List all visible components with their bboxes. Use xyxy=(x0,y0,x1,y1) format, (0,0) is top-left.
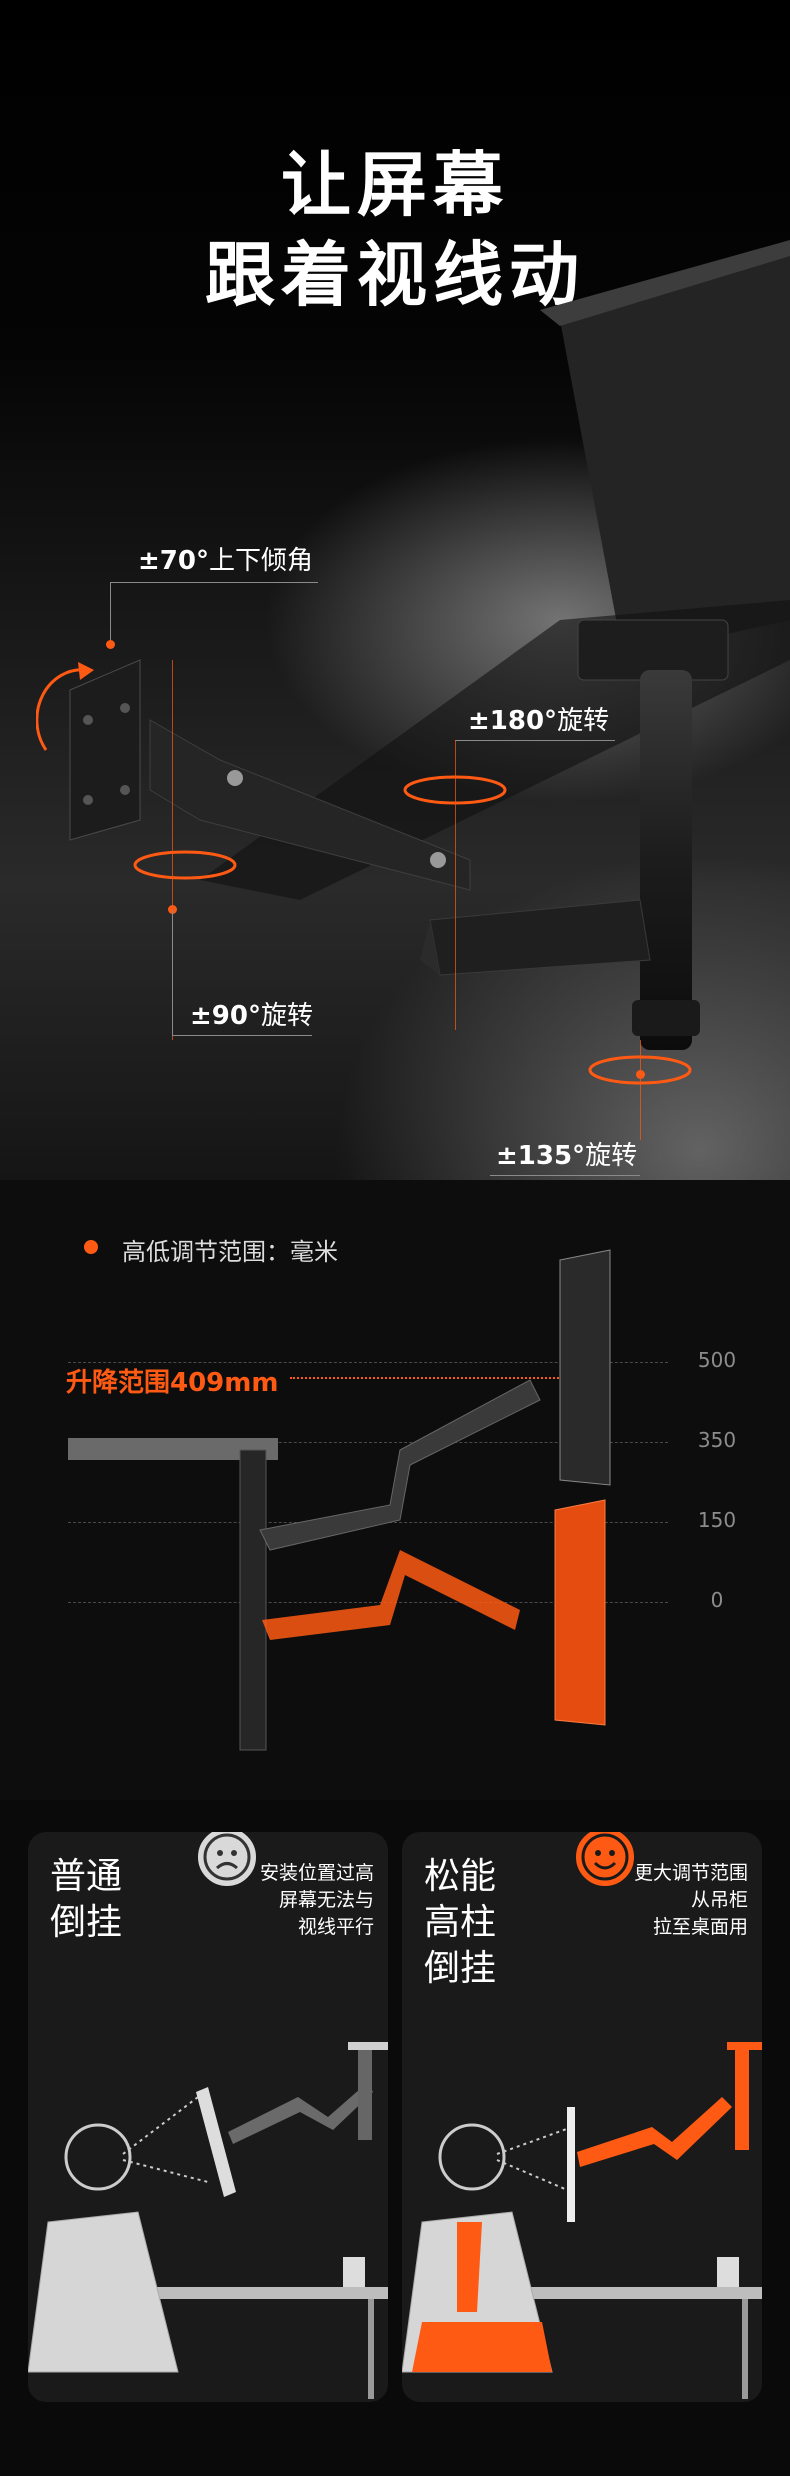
page-title: 让屏幕 跟着视线动 xyxy=(0,140,790,320)
card-normal-desc-3: 视线平行 xyxy=(297,1916,374,1938)
spec-tilt-label: 上下倾角 xyxy=(208,546,313,576)
card-ours-title-2: 高柱 xyxy=(424,1902,497,1943)
spec-arm-rotate: ±180°旋转 xyxy=(468,700,609,737)
title-line-1: 让屏幕 xyxy=(281,144,509,226)
arm-rotate-arrow-icon xyxy=(403,775,507,805)
lift-range-line xyxy=(290,1377,570,1379)
title-line-2: 跟着视线动 xyxy=(205,234,585,316)
spec-head-value: ±90° xyxy=(190,1001,261,1031)
ours-scene-illustration xyxy=(402,2042,762,2399)
spec-base-label: 旋转 xyxy=(585,1141,638,1171)
hero-section: 让屏幕 跟着视线动 ±70°上下倾角 xyxy=(0,0,790,1180)
spec-arm-value: ±180° xyxy=(468,706,558,736)
head-rotate-arrow-icon xyxy=(133,850,237,880)
spec-base-axis xyxy=(640,1040,641,1140)
spec-arm-axis xyxy=(455,740,456,1030)
spec-head-rotate: ±90°旋转 xyxy=(190,995,313,1032)
card-normal: 普通 倒挂 安装位置过高 屏幕无法与 视线平行 xyxy=(28,1832,388,2402)
card-normal-desc-2: 屏幕无法与 xyxy=(278,1889,374,1911)
tick-350: 350 xyxy=(697,1428,737,1452)
card-ours-desc-2: 从吊柜 xyxy=(690,1889,748,1911)
card-normal-title-1: 普通 xyxy=(50,1856,123,1897)
card-ours-title-1: 松能 xyxy=(424,1856,497,1897)
base-rotate-arrow-icon xyxy=(588,1055,692,1085)
card-ours-desc-1: 更大调节范围 xyxy=(633,1862,748,1884)
happy-face-icon xyxy=(572,1832,638,1890)
grid-350 xyxy=(68,1442,668,1444)
card-normal-desc-1: 安装位置过高 xyxy=(259,1862,374,1884)
spec-tilt-line xyxy=(110,582,318,583)
height-legend: 高低调节范围：毫米 xyxy=(122,1238,338,1266)
tick-500: 500 xyxy=(697,1348,737,1372)
card-ours-title-3: 倒挂 xyxy=(424,1948,497,1989)
cabinet-underside xyxy=(560,250,790,640)
spec-arm-line xyxy=(455,740,615,741)
spec-head-axis xyxy=(172,660,173,1040)
spec-base-line xyxy=(490,1175,640,1176)
grid-0 xyxy=(68,1602,668,1604)
normal-scene-illustration xyxy=(28,2042,388,2399)
card-normal-title: 普通 倒挂 xyxy=(50,1854,122,1946)
card-ours: 松能 高柱 倒挂 更大调节范围 从吊柜 拉至桌面用 xyxy=(402,1832,762,2402)
spec-tilt-dot xyxy=(106,640,115,649)
card-normal-title-2: 倒挂 xyxy=(50,1902,123,1943)
legend-dot xyxy=(84,1240,98,1254)
tick-0: 0 xyxy=(710,1588,724,1612)
lift-range-label: 升降范围409mm xyxy=(66,1368,279,1398)
spec-tilt-value: ±70° xyxy=(138,546,209,576)
spec-base-value: ±135° xyxy=(496,1141,586,1171)
card-ours-title: 松能 高柱 倒挂 xyxy=(424,1854,496,1992)
height-section: 高低调节范围：毫米 500 350 150 0 升降范围409mm xyxy=(0,1180,790,1800)
spec-arm-label: 旋转 xyxy=(557,706,610,736)
tilt-arrow-icon xyxy=(36,662,94,751)
spec-base-rotate: ±135°旋转 xyxy=(496,1135,637,1172)
spec-head-line xyxy=(172,1035,312,1036)
spec-tilt: ±70°上下倾角 xyxy=(138,540,313,577)
card-ours-desc: 更大调节范围 从吊柜 拉至桌面用 xyxy=(568,1860,748,1941)
spec-head-label: 旋转 xyxy=(260,1001,313,1031)
sad-face-icon xyxy=(194,1832,260,1890)
tick-150: 150 xyxy=(697,1508,737,1532)
monitor-arm-illustration xyxy=(69,240,790,1050)
card-normal-desc: 安装位置过高 屏幕无法与 视线平行 xyxy=(194,1860,374,1941)
grid-500 xyxy=(68,1362,668,1364)
spec-base-dot xyxy=(636,1070,645,1079)
spec-tilt-line-v xyxy=(110,582,111,642)
card-ours-desc-3: 拉至桌面用 xyxy=(652,1916,748,1938)
pole xyxy=(640,670,692,1050)
spec-head-dot xyxy=(168,905,177,914)
height-illustration xyxy=(68,1249,611,1751)
spec-head-line-v xyxy=(172,910,173,1035)
